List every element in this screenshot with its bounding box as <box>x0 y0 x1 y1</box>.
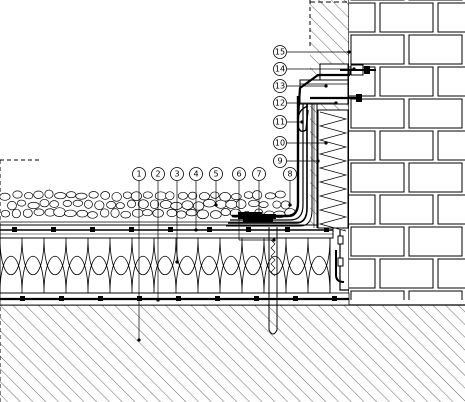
svg-text:9: 9 <box>277 157 282 166</box>
svg-text:13: 13 <box>275 82 285 91</box>
leader-lines <box>137 50 356 342</box>
upstand-insulation <box>317 109 349 232</box>
counter-flashing-clip <box>297 105 309 133</box>
svg-text:15: 15 <box>275 48 285 57</box>
svg-text:8: 8 <box>287 170 292 179</box>
callout-11: 11 <box>273 115 287 129</box>
callout-markers: 1 2 3 4 5 6 7 8 9 10 11 12 13 14 15 <box>132 45 297 181</box>
svg-text:7: 7 <box>256 170 261 179</box>
callout-6: 6 <box>232 167 246 181</box>
callout-5: 5 <box>209 167 223 181</box>
callout-2: 2 <box>151 167 165 181</box>
svg-text:2: 2 <box>155 170 160 179</box>
anchor-rod <box>268 227 278 335</box>
anchor-bolt <box>310 94 362 102</box>
brick-masonry <box>349 0 465 300</box>
callout-4: 4 <box>189 167 203 181</box>
callout-9: 9 <box>273 154 287 168</box>
wall-termination <box>335 230 349 291</box>
svg-text:12: 12 <box>275 99 285 108</box>
svg-text:10: 10 <box>275 139 285 148</box>
callout-15: 15 <box>273 45 287 59</box>
parapet-top <box>299 63 349 105</box>
callout-13: 13 <box>273 79 287 93</box>
svg-text:5: 5 <box>213 170 218 179</box>
callout-7: 7 <box>252 167 266 181</box>
callout-3: 3 <box>170 167 184 181</box>
callout-1: 1 <box>132 167 146 181</box>
callout-12: 12 <box>273 96 287 110</box>
callout-8: 8 <box>283 167 297 181</box>
svg-text:3: 3 <box>174 170 179 179</box>
gravel-ballast <box>0 189 300 223</box>
callout-10: 10 <box>273 136 287 150</box>
vapour-barrier <box>0 292 350 306</box>
roof-membrane <box>0 224 334 239</box>
svg-text:11: 11 <box>275 118 285 127</box>
edge-profiles <box>238 212 276 222</box>
svg-text:14: 14 <box>275 65 285 74</box>
thermal-insulation <box>0 237 331 294</box>
svg-text:4: 4 <box>193 170 198 179</box>
upstand-membranes <box>226 88 318 228</box>
concrete-slab <box>0 159 465 402</box>
callout-14: 14 <box>273 62 287 76</box>
svg-text:1: 1 <box>136 170 141 179</box>
sealant-joint <box>340 64 376 76</box>
svg-text:6: 6 <box>236 170 241 179</box>
